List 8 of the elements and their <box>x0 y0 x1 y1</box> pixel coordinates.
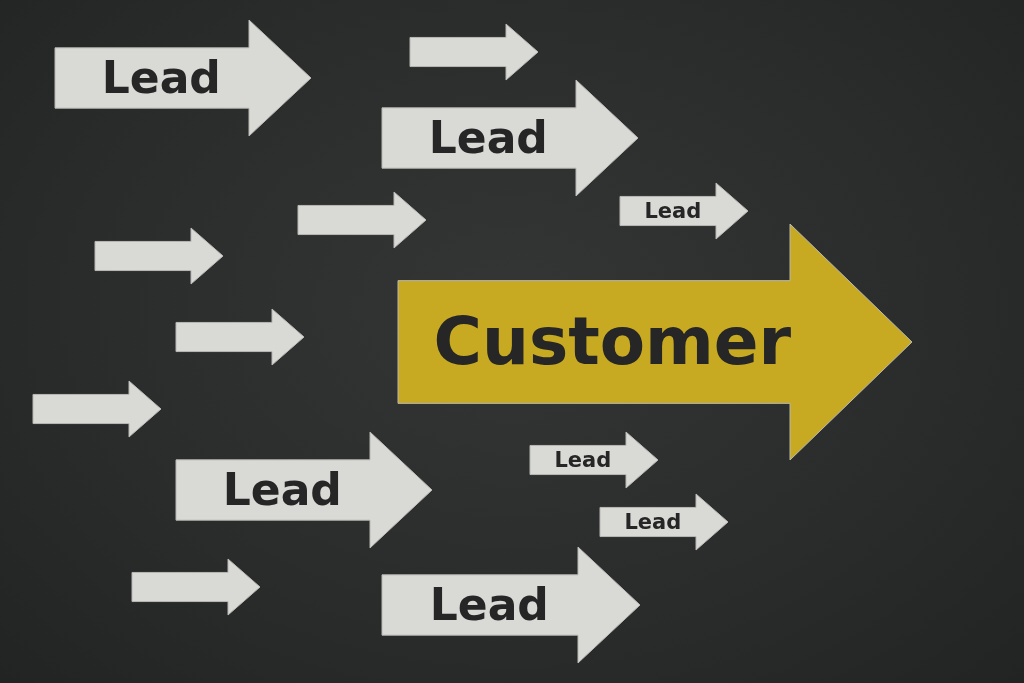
arrow-label: Lead <box>644 200 702 222</box>
arrow-label: Lead <box>101 56 221 100</box>
arrow-label: Lead <box>222 468 342 512</box>
arrow-label: Lead <box>428 116 548 160</box>
arrow-label: Lead <box>429 583 549 627</box>
arrow-label: Lead <box>624 511 682 533</box>
arrow-label: Customer <box>433 309 792 375</box>
arrow-label: Lead <box>554 449 612 471</box>
